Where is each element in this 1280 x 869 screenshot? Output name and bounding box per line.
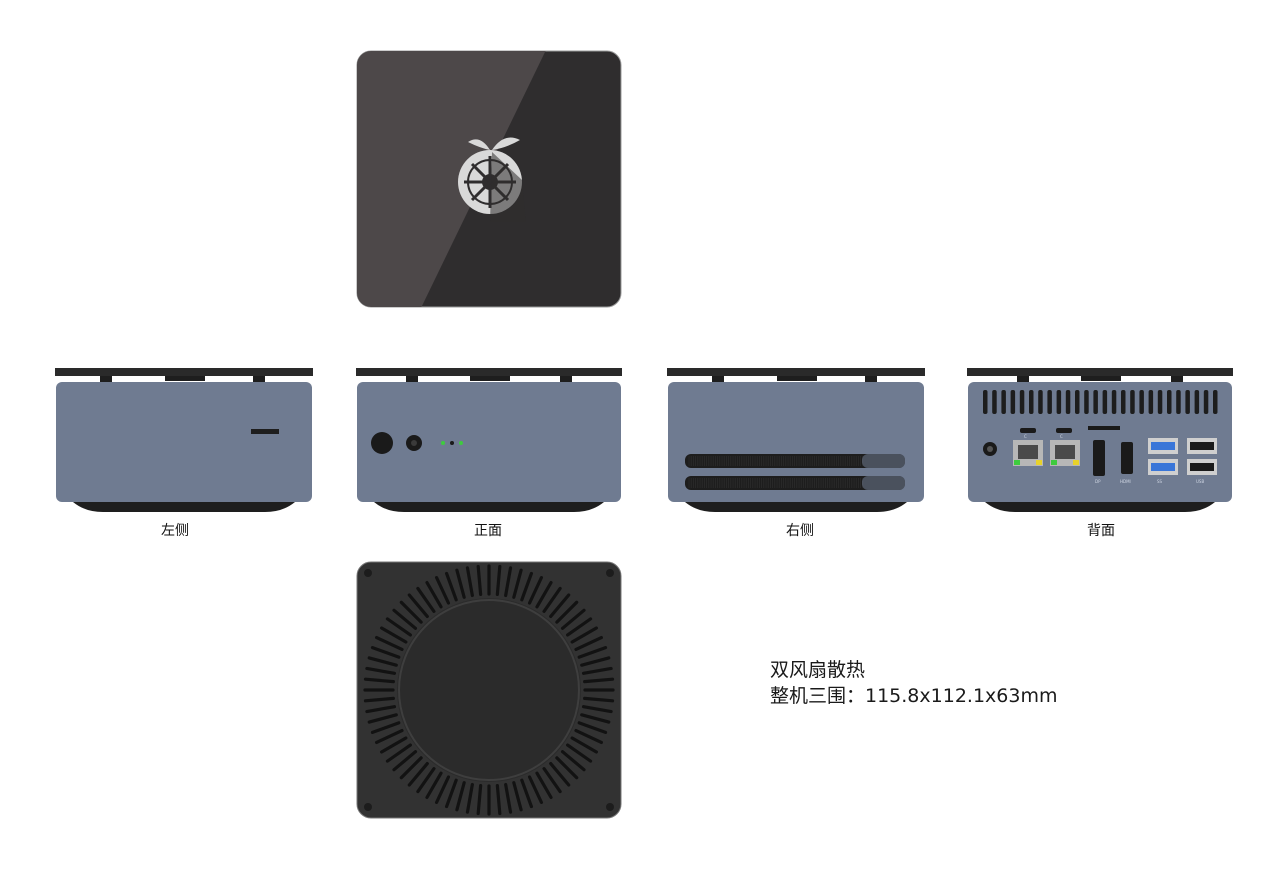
back-label-hdmi: HDMI: [1120, 479, 1131, 484]
back-illustration: C C DP HDMI SS USB: [967, 368, 1233, 512]
back-view-label: 背面: [1087, 523, 1115, 539]
usb2-ports: [1187, 438, 1217, 475]
hdmi-port: [1121, 442, 1133, 474]
usb-c-port-2: [1056, 428, 1072, 433]
front-illustration: [356, 368, 622, 512]
bottom-vent-slots: [363, 564, 615, 816]
usb3-ports: [1148, 438, 1178, 475]
usb-c-port-1: [1020, 428, 1036, 433]
front-view: [356, 366, 622, 516]
back-label-usb2: USB: [1196, 479, 1204, 484]
right-vent-slots: [685, 454, 905, 490]
back-label-usb-c-1: C: [1024, 434, 1027, 439]
bottom-view: [356, 561, 622, 819]
card-slot: [1088, 426, 1120, 430]
back-label-usb3: SS: [1157, 479, 1163, 484]
top-view-illustration: [356, 50, 622, 308]
spec-text-block: 双风扇散热 整机三围：115.8x112.1x63mm: [770, 657, 1057, 709]
back-label-dp: DP: [1095, 479, 1101, 484]
displayport-port: [1093, 440, 1105, 476]
back-view: C C DP HDMI SS USB: [967, 366, 1233, 516]
spec-dimensions: 整机三围：115.8x112.1x63mm: [770, 685, 1058, 707]
back-label-usb-c-2: C: [1060, 434, 1063, 439]
left-side-view: [55, 366, 313, 516]
left-view-label: 左侧: [161, 523, 189, 539]
front-view-label: 正面: [474, 523, 502, 539]
right-view-label: 右侧: [786, 523, 814, 539]
screw-hole: [606, 569, 614, 577]
ethernet-port-2: [1050, 440, 1080, 466]
left-side-illustration: [55, 368, 313, 512]
bottom-illustration: [356, 561, 622, 819]
screw-hole: [364, 803, 372, 811]
screw-hole: [606, 803, 614, 811]
fruit-wheel-logo-icon: [458, 137, 526, 222]
right-side-illustration: [667, 368, 925, 512]
back-vent-slots: [983, 390, 1218, 414]
ethernet-port-1: [1013, 440, 1043, 466]
top-view: [356, 50, 622, 308]
right-side-view: [667, 366, 925, 516]
screw-hole: [364, 569, 372, 577]
spec-cooling: 双风扇散热: [770, 659, 866, 681]
